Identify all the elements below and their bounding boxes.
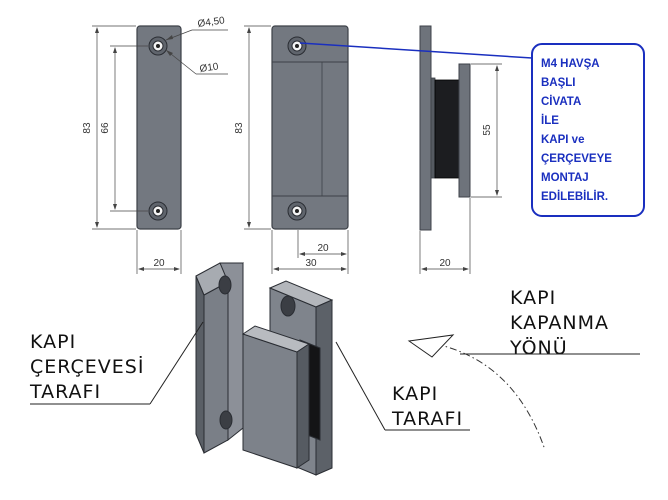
note-line-8: EDİLEBİLİR. [541, 190, 608, 203]
closing-direction-line-1: KAPI [510, 287, 556, 309]
door-side-line-2: TARAFI [391, 408, 463, 430]
note-line-4: İLE [541, 114, 559, 127]
closing-direction-arrowhead [407, 334, 455, 358]
door-plate-3d-hole-top [280, 295, 296, 317]
magnet-plate-3d-side [296, 343, 310, 469]
frame-width-label: 20 [153, 258, 165, 269]
hole-diameter-label: Ø4,50 [197, 15, 226, 30]
note-line-7: MONTAJ [541, 172, 589, 184]
top-hole [148, 36, 168, 56]
note-line-5: KAPI ve [541, 134, 584, 146]
frame-side-line-2: ÇERÇEVESİ [30, 355, 144, 378]
side-view: 55 20 [419, 25, 502, 274]
closing-direction-label: KAPI KAPANMA YÖNÜ [407, 287, 640, 451]
door-inner-width-label: 20 [317, 243, 329, 254]
note-line-6: ÇERÇEVEYE [541, 153, 612, 165]
closing-direction-line-2: KAPANMA [510, 312, 609, 334]
magnet-height-label: 55 [482, 124, 493, 136]
frame-side-line-1: KAPI [30, 331, 76, 353]
frame-plate-3d-hole-bottom [219, 410, 233, 430]
door-bottom-hole [287, 201, 307, 221]
closing-direction-line-3: YÖNÜ [509, 336, 568, 359]
door-top-hole [287, 36, 307, 56]
door-plate-front-view: 83 20 30 [234, 25, 349, 274]
door-side-label: KAPI TARAFI [335, 341, 470, 431]
door-side-line-1: KAPI [392, 383, 438, 405]
frame-height-label: 83 [82, 122, 93, 134]
frame-side-line-3: TARAFI [29, 381, 101, 403]
bottom-hole [148, 201, 168, 221]
closing-direction-arc [435, 343, 546, 451]
door-width-label: 30 [305, 258, 317, 269]
note-line-2: BAŞLI [541, 77, 576, 89]
isometric-view [195, 262, 334, 476]
frame-plate-3d-side [195, 275, 205, 454]
note-line-1: M4 HAVŞA [541, 58, 600, 70]
frame-side-label: KAPI ÇERÇEVESİ TARAFI [29, 321, 204, 405]
door-height-label: 83 [234, 122, 245, 134]
frame-plate-front-view: 83 66 20 Ø4,50 Ø10 [82, 15, 228, 274]
hole-spacing-label: 66 [100, 122, 111, 134]
note-line-3: CİVATA [541, 95, 581, 108]
magnet-plate-3d-front [242, 333, 298, 469]
countersink-diameter-label: Ø10 [199, 61, 220, 75]
frame-plate-3d-hole-top [218, 275, 232, 295]
side-depth-label: 20 [439, 258, 451, 269]
mounting-note: M4 HAVŞA BAŞLI CİVATA İLE KAPI ve ÇERÇEV… [299, 42, 645, 217]
